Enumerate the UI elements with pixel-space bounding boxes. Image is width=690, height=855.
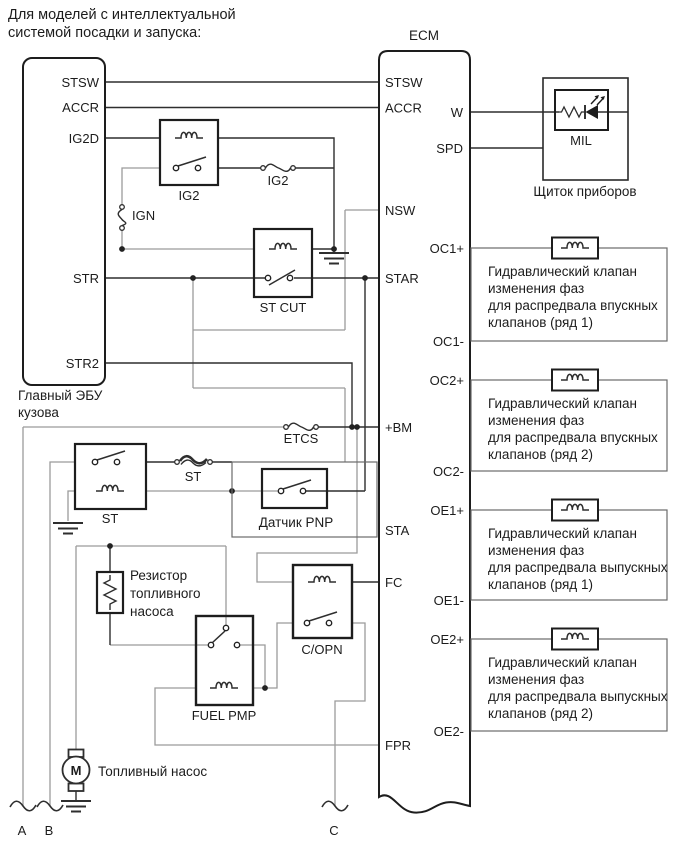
svg-text:изменения фаз: изменения фаз [488, 413, 584, 428]
ecm-pin-sta: STA [385, 523, 410, 538]
fuel-pump-label: Топливный насос [98, 764, 207, 779]
st-relay [73, 442, 148, 511]
ecm-pin-oe2m: OE2- [434, 724, 464, 739]
copn-relay-label: C/OPN [301, 642, 342, 657]
ecm-pin-oe1m: OE1- [434, 593, 464, 608]
fuel-pmp-relay-label: FUEL PMP [192, 708, 257, 723]
mil-led-triangle [585, 105, 598, 119]
svg-text:клапанов (ряд 1): клапанов (ряд 1) [488, 577, 593, 592]
st-cut-relay-label: ST CUT [260, 300, 307, 315]
ign-fuse-label: IGN [132, 208, 155, 223]
body-ecu-label1: Главный ЭБУ [18, 388, 103, 403]
ign-fuse [117, 203, 127, 232]
etcs-fuse-label: ETCS [284, 431, 319, 446]
labels: Для моделей с интеллектуальной системой … [8, 7, 637, 838]
wires-dark [75, 81, 628, 801]
fuel-pmp-relay [194, 614, 255, 707]
valve-oe2-text: Гидравлический клапан [488, 655, 637, 670]
ig2-relay [158, 118, 220, 187]
ecm-pin-oe1p: OE1+ [430, 503, 464, 518]
valve-oc2-text: Гидравлический клапан [488, 396, 637, 411]
mil-resistor [559, 105, 584, 119]
body-pin-str2: STR2 [66, 356, 99, 371]
ecm-pin-oc2m: OC2- [433, 464, 464, 479]
ecm-pin-accr: ACCR [385, 101, 422, 116]
ecm-pin-fc: FC [385, 575, 402, 590]
header-line1: Для моделей с интеллектуальной [8, 7, 236, 23]
body-pin-accr: ACCR [62, 100, 99, 115]
ecm-pin-oc2p: OC2+ [430, 373, 464, 388]
ecm-pin-nsw: NSW [385, 203, 416, 218]
st-cut-relay [252, 227, 314, 299]
valve-oe1: Гидравлический клапан изменения фаз для … [470, 498, 668, 601]
junction-dots [107, 246, 368, 691]
valve-oc1-text: Гидравлический клапан [488, 264, 637, 279]
instrument-panel-label: Щиток приборов [533, 184, 636, 199]
svg-text:для распредвала впускных: для распредвала впускных [488, 298, 658, 313]
resistor-label2: топливного [130, 586, 201, 601]
st-relay-label: ST [102, 511, 119, 526]
ecm-pin-star: STAR [385, 271, 419, 286]
ecm-pin-stsw: STSW [385, 75, 423, 90]
body-pin-stsw: STSW [61, 75, 99, 90]
svg-text:изменения фаз: изменения фаз [488, 672, 584, 687]
svg-text:клапанов (ряд 2): клапанов (ряд 2) [488, 706, 593, 721]
fuel-pump-motor: M [61, 748, 91, 792]
header-line2: системой посадки и запуска: [8, 25, 201, 41]
pnp-sensor-label: Датчик PNP [259, 515, 334, 530]
pnp-sensor [231, 461, 378, 538]
mil-led-arrows [590, 95, 605, 106]
connector-a-label: А [18, 823, 27, 838]
instrument-panel [542, 77, 629, 181]
resistor-label3: насоса [130, 604, 174, 619]
mil-label: MIL [570, 133, 592, 148]
valve-oe1-text: Гидравлический клапан [488, 526, 637, 541]
valve-oc1: Гидравлический клапан изменения фаз для … [470, 236, 668, 342]
svg-text:клапанов (ряд 2): клапанов (ряд 2) [488, 447, 593, 462]
valve-oe2: Гидравлический клапан изменения фаз для … [470, 627, 668, 732]
motor-letter: M [71, 763, 82, 778]
ecm-pin-bm: +BM [385, 420, 412, 435]
ecm-pin-oc1m: OC1- [433, 334, 464, 349]
ig2-relay-label: IG2 [179, 188, 200, 203]
connector-b-label: В [45, 823, 54, 838]
body-ecu-label2: кузова [18, 405, 59, 420]
copn-relay [291, 563, 354, 640]
svg-text:для распредвала выпускных: для распредвала выпускных [488, 689, 668, 704]
ig2-fuse [260, 163, 296, 173]
svg-text:клапанов (ряд 1): клапанов (ряд 1) [488, 315, 593, 330]
ecm-pin-oc1p: OC1+ [430, 241, 464, 256]
svg-text:изменения фаз: изменения фаз [488, 543, 584, 558]
connector-c-label: С [329, 823, 338, 838]
st-relay-ground [52, 522, 84, 535]
fuel-pump-ground [60, 800, 92, 813]
resistor-label1: Резистор [130, 568, 187, 583]
svg-text:для распредвала впускных: для распредвала впускных [488, 430, 658, 445]
valve-oc2: Гидравлический клапан изменения фаз для … [470, 368, 668, 472]
main-body-ecu-box [22, 57, 106, 386]
wires-gray [22, 167, 379, 806]
st-fuse-label: ST [185, 469, 202, 484]
fuel-pump-resistor [95, 570, 125, 615]
body-pin-str: STR [73, 271, 99, 286]
ecm-pin-fpr: FPR [385, 738, 411, 753]
etcs-fuse [283, 422, 319, 432]
svg-text:для распредвала выпускных: для распредвала выпускных [488, 560, 668, 575]
body-pin-ig2d: IG2D [69, 131, 99, 146]
ecm-title: ECM [409, 28, 439, 43]
ecm-pin-w: W [451, 105, 464, 120]
ecm-box [378, 50, 471, 814]
ig2-fuse-label: IG2 [268, 173, 289, 188]
ecm-pin-spd: SPD [436, 141, 463, 156]
svg-text:изменения фаз: изменения фаз [488, 281, 584, 296]
ecm-pin-oe2p: OE2+ [430, 632, 464, 647]
st-fusible-link [173, 454, 214, 468]
